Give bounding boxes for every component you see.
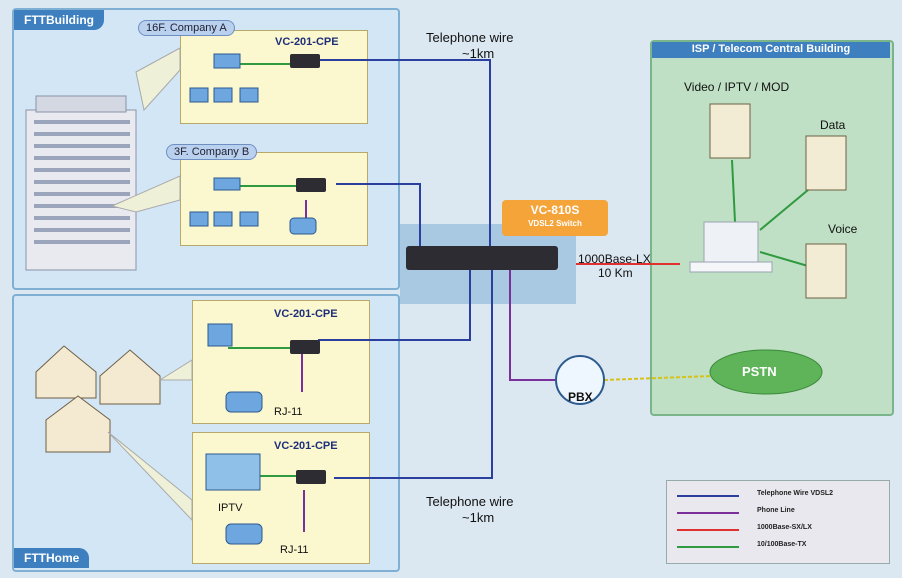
- cpe-modems: [290, 54, 326, 484]
- switch-name: VC-810S: [530, 203, 580, 217]
- houses: [35, 345, 193, 522]
- home-bottom-device-label: VC-201-CPE: [274, 440, 338, 452]
- isp-video-label: Video / IPTV / MOD: [684, 80, 790, 94]
- home-top-rj11-label: RJ-11: [274, 406, 303, 418]
- phones: [225, 217, 317, 545]
- ethernet-lines: [228, 63, 809, 477]
- switch-subtitle: VDSL2 Switch: [528, 219, 582, 228]
- vdsl2-wires: [318, 59, 493, 479]
- pstn-link: [603, 375, 713, 381]
- telephone-wire-bottom: Telephone wire: [426, 494, 514, 509]
- pbx-icon: [555, 355, 605, 405]
- vdsl2-switch[interactable]: [406, 246, 558, 270]
- telephone-wire-bottom-dist: ~1km: [462, 510, 495, 525]
- legend-row: 10/100Base-TX: [677, 540, 882, 554]
- servers: [709, 103, 847, 299]
- legend-row: Telephone Wire VDSL2: [677, 489, 882, 503]
- company-a-box: [180, 30, 368, 124]
- legend-line: [677, 546, 739, 548]
- legend-row: 1000Base-SX/LX: [677, 523, 882, 537]
- isp-data-label: Data: [820, 118, 846, 132]
- fiber-distance: 10 Km: [598, 266, 633, 280]
- telephone-wire-top: Telephone wire: [426, 30, 514, 45]
- floor-16f-label: 16F. Company A: [138, 20, 235, 36]
- ftt-home-label: FTTHome: [14, 548, 90, 568]
- company-a-device-label: VC-201-CPE: [275, 36, 339, 48]
- pstn-cloud: [709, 349, 823, 395]
- floor-3f-label: 3F. Company B: [166, 144, 258, 160]
- pbx-label: PBX: [568, 390, 593, 404]
- home-bottom-rj11-label: RJ-11: [280, 544, 309, 556]
- legend-line: [677, 529, 739, 531]
- switch-name-badge: [502, 200, 608, 236]
- legend-label: Telephone Wire VDSL2: [757, 490, 834, 497]
- pstn-label: PSTN: [742, 364, 777, 379]
- legend-label: 1000Base-SX/LX: [757, 524, 812, 531]
- isp-header: [652, 42, 890, 58]
- legend-label: 10/100Base-TX: [757, 541, 807, 548]
- fiber-label: 1000Base-LX: [578, 252, 651, 266]
- iptv-label: IPTV: [218, 502, 243, 514]
- home-top-device-label: VC-201-CPE: [274, 308, 338, 320]
- legend: Telephone Wire VDSL2 Phone Line 1000Base…: [666, 480, 890, 564]
- central-office: [689, 221, 773, 273]
- legend-line: [677, 495, 739, 497]
- ftt-building-label: FTTBuilding: [14, 10, 104, 30]
- isp-label: ISP / Telecom Central Building: [691, 43, 851, 55]
- telephone-wire-top-dist: ~1km: [462, 46, 495, 61]
- office-tower: [25, 47, 181, 271]
- computers: [189, 53, 261, 491]
- legend-line: [677, 512, 739, 514]
- legend-label: Phone Line: [757, 507, 795, 514]
- legend-row: Phone Line: [677, 506, 882, 520]
- isp-voice-label: Voice: [828, 222, 858, 236]
